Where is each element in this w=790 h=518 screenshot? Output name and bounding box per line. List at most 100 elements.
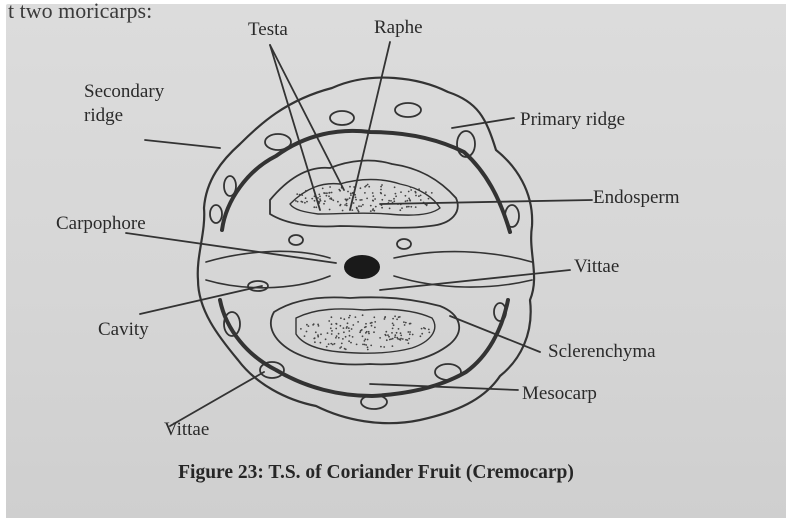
header-fragment: t two moricarps: (8, 0, 152, 22)
stipple-dot (313, 338, 315, 340)
stipple-dot (328, 320, 330, 322)
stipple-dot (395, 195, 397, 197)
stipple-dot (372, 195, 374, 197)
stipple-dot (338, 333, 340, 335)
stipple-dot (370, 210, 372, 212)
stipple-dot (403, 321, 405, 323)
label-vittae-right: Vittae (574, 257, 619, 276)
stipple-dot (353, 202, 355, 204)
stipple-dot (332, 344, 334, 346)
stipple-dot (343, 318, 345, 320)
stipple-dot (348, 330, 350, 332)
stipple-dot (373, 316, 375, 318)
stipple-dot (337, 201, 339, 203)
stipple-dot (400, 332, 402, 334)
stipple-dot (350, 193, 352, 195)
stipple-dot (312, 324, 314, 326)
stipple-dot (342, 338, 344, 340)
stipple-dot (410, 189, 412, 191)
stipple-dot (408, 191, 410, 193)
stipple-dot (380, 192, 382, 194)
stipple-dot (361, 329, 363, 331)
stipple-dot (338, 337, 340, 339)
stipple-dot (348, 340, 350, 342)
stipple-dot (380, 186, 382, 188)
stipple-dot (305, 190, 307, 192)
stipple-dot (344, 204, 346, 206)
stipple-dot (295, 200, 297, 202)
stipple-dot (381, 199, 383, 201)
stipple-dot (389, 339, 391, 341)
stipple-dot (346, 205, 348, 207)
stipple-dot (380, 189, 382, 191)
stipple-dot (410, 206, 412, 208)
stipple-dot (431, 192, 433, 194)
stipple-dot (347, 191, 349, 193)
stipple-dot (320, 333, 322, 335)
stipple-dot (372, 192, 374, 194)
stipple-dot (357, 321, 359, 323)
stipple-dot (297, 201, 299, 203)
label-secondary-ridge: Secondary ridge (84, 80, 164, 128)
stipple-dot (394, 186, 396, 188)
stipple-dot (311, 198, 313, 200)
stipple-dot (428, 332, 430, 334)
stipple-dot (355, 199, 357, 201)
stipple-dot (410, 323, 412, 325)
stipple-dot (339, 347, 341, 349)
stipple-dot (399, 338, 401, 340)
stipple-dot (346, 326, 348, 328)
label-raphe: Raphe (374, 18, 423, 37)
stipple-dot (392, 338, 394, 340)
stipple-dot (352, 336, 354, 338)
figure-caption: Figure 23: T.S. of Coriander Fruit (Crem… (96, 462, 656, 484)
stipple-dot (408, 206, 410, 208)
stipple-dot (391, 332, 393, 334)
stipple-dot (365, 185, 367, 187)
stipple-dot (365, 323, 367, 325)
stipple-dot (371, 325, 373, 327)
stipple-dot (394, 334, 396, 336)
stipple-dot (335, 328, 337, 330)
stipple-dot (367, 339, 369, 341)
stipple-dot (335, 323, 337, 325)
stipple-dot (343, 331, 345, 333)
stipple-dot (373, 210, 375, 212)
stipple-dot (306, 331, 308, 333)
stipple-dot (375, 206, 377, 208)
stipple-dot (415, 192, 417, 194)
stipple-dot (319, 198, 321, 200)
stipple-dot (364, 192, 366, 194)
stipple-dot (400, 191, 402, 193)
stipple-dot (370, 205, 372, 207)
stipple-dot (329, 209, 331, 211)
stipple-dot (384, 316, 386, 318)
stipple-dot (317, 336, 319, 338)
stipple-dot (398, 316, 400, 318)
stipple-dot (364, 340, 366, 342)
stipple-dot (328, 343, 330, 345)
stipple-dot (392, 328, 394, 330)
label-sclerenchyma: Sclerenchyma (548, 342, 656, 361)
stipple-dot (399, 209, 401, 211)
stipple-dot (347, 322, 349, 324)
stipple-dot (326, 192, 328, 194)
stipple-dot (328, 195, 330, 197)
stipple-dot (362, 204, 364, 206)
stipple-dot (420, 199, 422, 201)
stipple-dot (334, 343, 336, 345)
stipple-dot (331, 192, 333, 194)
lower-endosperm-outline (271, 297, 459, 364)
stipple-dot (398, 328, 400, 330)
stipple-dot (349, 315, 351, 317)
stipple-dot (401, 207, 403, 209)
stipple-dot (407, 200, 409, 202)
stipple-dot (299, 194, 301, 196)
stipple-dot (315, 206, 317, 208)
stipple-dot (318, 194, 320, 196)
stipple-dot (367, 349, 369, 351)
stipple-dot (389, 208, 391, 210)
stipple-dot (428, 198, 430, 200)
stipple-dot (371, 322, 373, 324)
